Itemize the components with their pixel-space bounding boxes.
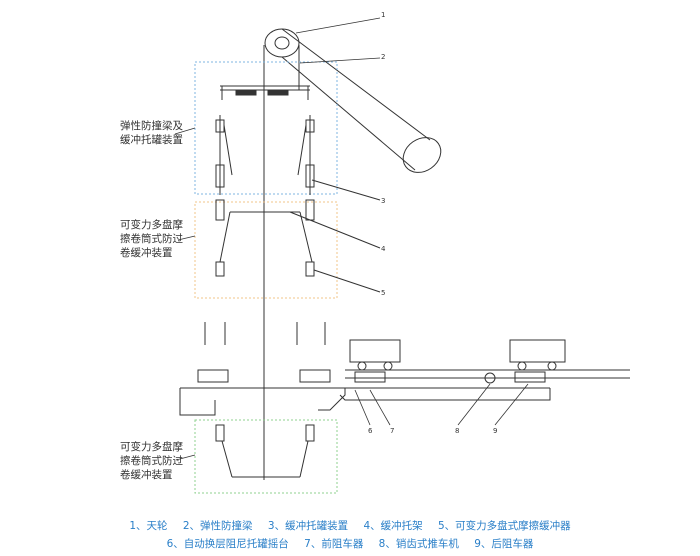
landing-structure xyxy=(179,322,346,416)
callout-2: 2 xyxy=(381,53,385,61)
buffer-tank-left xyxy=(215,115,233,195)
legend-item-9: 9、后阻车器 xyxy=(474,538,534,550)
callout-1: 1 xyxy=(381,11,385,19)
buffer-bracket xyxy=(215,199,315,277)
track xyxy=(339,369,630,401)
callout-3: 3 xyxy=(381,197,385,205)
head-sheave xyxy=(263,28,442,480)
legend-item-3: 3、缓冲托罐装置 xyxy=(267,520,349,532)
legend-item-5: 5、可变力多盘式摩擦缓冲器 xyxy=(437,520,571,532)
legend-item-8: 8、销齿式推车机 xyxy=(378,538,459,550)
legend-item-2: 2、弹性防撞梁 xyxy=(182,520,253,532)
label-friction-upper: 可变力多盘摩 擦卷筒式防过 卷缓冲装置 xyxy=(120,219,183,259)
label-beam-buffer: 弹性防撞梁及 缓冲托罐装置 xyxy=(120,120,183,146)
legend-item-4: 4、缓冲托架 xyxy=(363,520,423,532)
legend-row-1: 1、天轮 2、弹性防撞梁 3、缓冲托罐装置 4、缓冲托架 5、可变力多盘式摩擦缓… xyxy=(0,518,700,533)
callout-leaders xyxy=(174,17,529,461)
legend-row-2: 6、自动换层阻尼托罐摇台 7、前阻车器 8、销齿式推车机 9、后阻车器 xyxy=(0,536,700,551)
frame-friction-buffer-lower xyxy=(194,419,338,494)
mine-car-1 xyxy=(349,339,401,371)
legend-item-1: 1、天轮 xyxy=(129,520,168,532)
callout-6: 6 xyxy=(368,427,373,435)
mine-car-2 xyxy=(509,339,566,371)
callout-5: 5 xyxy=(381,289,385,297)
elastic-beam xyxy=(220,85,310,100)
frame-friction-buffer-upper xyxy=(194,201,338,299)
legend-item-7: 7、前阻车器 xyxy=(304,538,364,550)
lower-buffer xyxy=(215,424,315,478)
callout-4: 4 xyxy=(381,245,386,253)
callout-8: 8 xyxy=(455,427,459,435)
buffer-tank-right xyxy=(297,115,315,195)
legend-item-6: 6、自动换层阻尼托罐摇台 xyxy=(166,538,289,550)
label-friction-lower: 可变力多盘摩 擦卷筒式防过 卷缓冲装置 xyxy=(120,441,183,481)
callout-9: 9 xyxy=(493,427,497,435)
callout-7: 7 xyxy=(390,427,394,435)
pusher xyxy=(354,371,546,384)
